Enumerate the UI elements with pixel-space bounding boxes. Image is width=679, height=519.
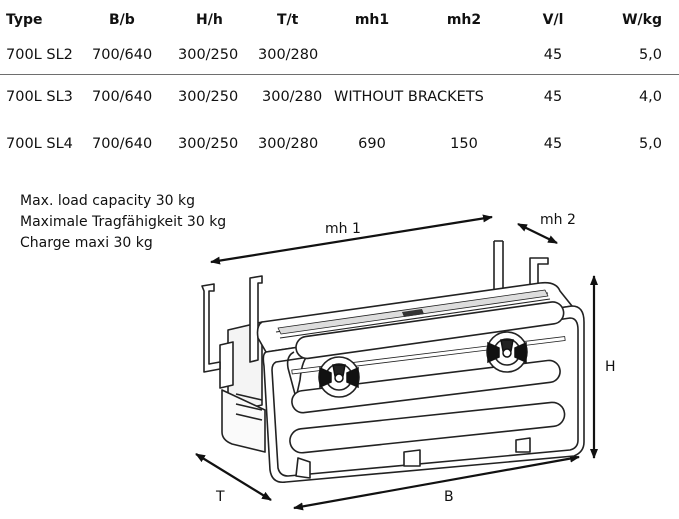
header-type: Type <box>6 12 43 28</box>
mh2-dimension-arrow <box>517 223 558 244</box>
header-v: V/l <box>542 12 564 28</box>
cell-v: 45 <box>543 89 563 105</box>
table-row: 700L SL2 700/640 300/250 300/280 45 5,0 <box>0 47 679 71</box>
mh1-label: mh 1 <box>325 221 361 237</box>
cell-w: 5,0 <box>638 47 662 63</box>
table-row: 700L SL3 700/640 300/250 300/280 WITHOUT… <box>0 89 679 113</box>
table-header-row: Type B/b H/h T/t mh1 mh2 V/l W/kg <box>0 12 679 36</box>
cell-h: 300/250 <box>178 136 239 152</box>
header-h: H/h <box>196 12 223 28</box>
mh1-dimension-arrow <box>210 214 493 265</box>
cell-b: 700/640 <box>92 136 153 152</box>
header-w: W/kg <box>622 12 662 28</box>
cell-h: 300/250 <box>178 89 239 105</box>
table-divider <box>0 74 679 75</box>
brand-logo <box>402 309 424 317</box>
cell-b: 700/640 <box>92 47 153 63</box>
mh2-label: mh 2 <box>540 212 576 228</box>
cell-type: 700L SL2 <box>6 47 73 63</box>
t-label: T <box>216 489 225 505</box>
cell-v: 45 <box>543 136 563 152</box>
b-dimension-arrow <box>293 454 580 511</box>
cell-w: 4,0 <box>638 89 662 105</box>
cell-b: 700/640 <box>92 89 153 105</box>
cell-h: 300/250 <box>178 47 239 63</box>
cell-type: 700L SL3 <box>6 89 73 105</box>
cell-v: 45 <box>543 47 563 63</box>
cell-mh1: 690 <box>358 136 386 152</box>
latch-right-icon <box>487 339 527 364</box>
cell-w: 5,0 <box>638 136 662 152</box>
b-label: B <box>444 489 454 505</box>
cell-t: 300/280 <box>258 47 319 63</box>
header-mh1: mh1 <box>354 12 390 28</box>
cell-mh2: 150 <box>450 136 478 152</box>
cell-t: 300/280 <box>262 89 323 105</box>
cell-t: 300/280 <box>258 136 319 152</box>
header-mh2: mh2 <box>446 12 482 28</box>
cell-without-brackets: WITHOUT BRACKETS <box>334 89 484 105</box>
t-dimension-arrow <box>195 453 272 501</box>
header-b: B/b <box>109 12 135 28</box>
load-capacity-en: Max. load capacity 30 kg <box>20 193 196 209</box>
table-row: 700L SL4 700/640 300/250 300/280 690 150… <box>0 136 679 160</box>
load-capacity-fr: Charge maxi 30 kg <box>20 235 153 251</box>
h-label: H <box>605 359 616 375</box>
header-t: T/t <box>277 12 299 28</box>
load-capacity-de: Maximale Tragfähigkeit 30 kg <box>20 214 227 230</box>
cell-type: 700L SL4 <box>6 136 73 152</box>
latch-left-icon <box>319 364 359 389</box>
